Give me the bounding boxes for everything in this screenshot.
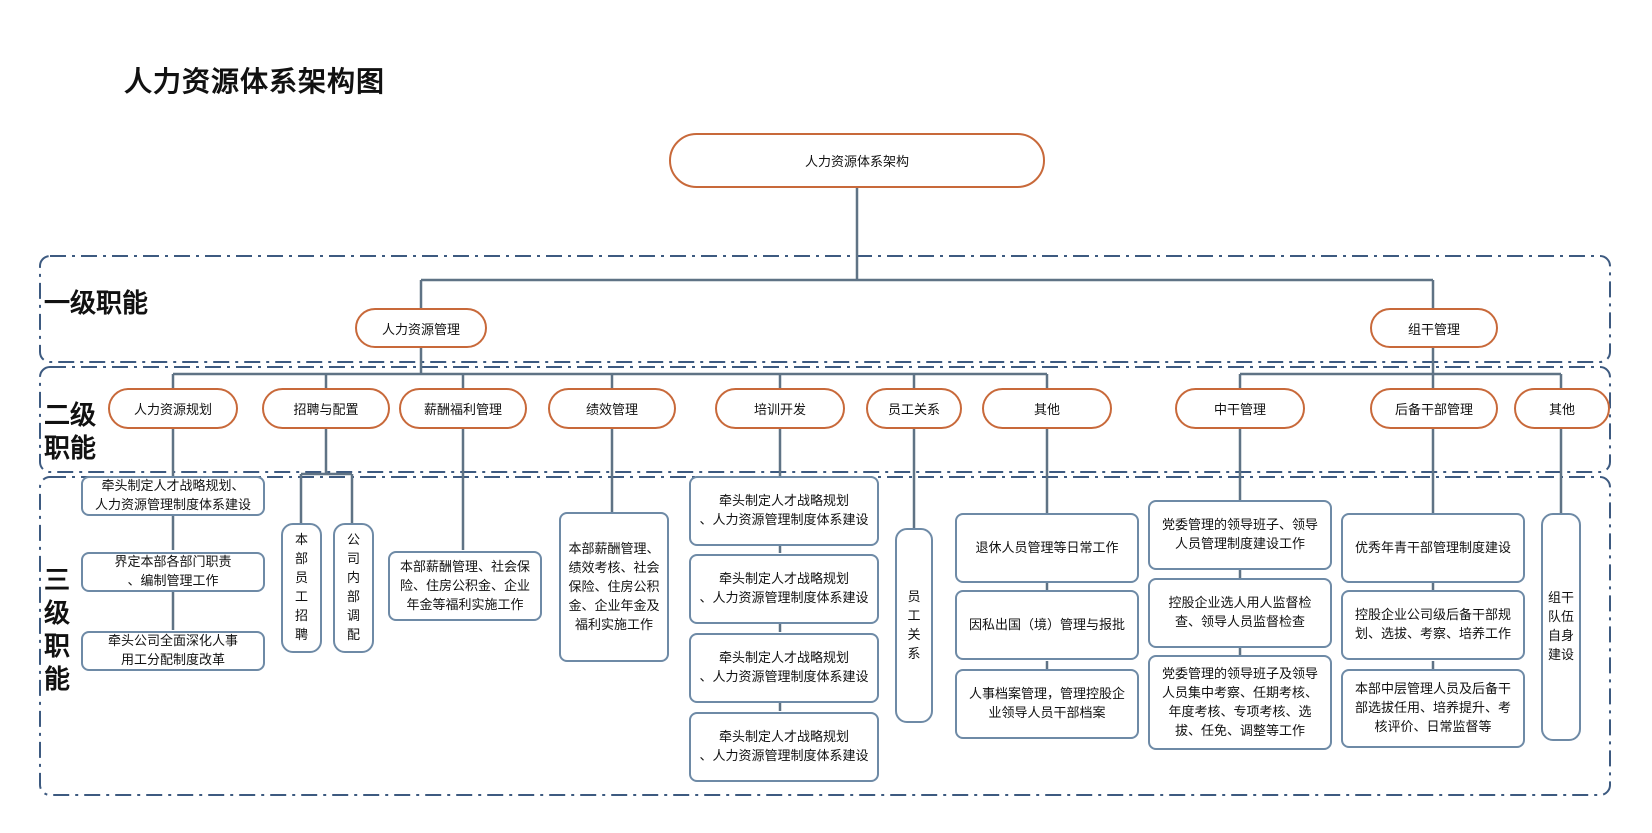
l3-salary: 本部薪酬管理、社会保 险、住房公积金、企业 年金等福利实施工作: [388, 551, 542, 621]
l3-planning-1: 牵头制定人才战略规划、 人力资源管理制度体系建设: [81, 476, 265, 516]
l3-recruit-2: 公 司 内 部 调 配: [333, 523, 374, 653]
l2-node-other-org: 其他: [1514, 388, 1610, 429]
l3-reserve-3: 本部中层管理人员及后备干 部选拔任用、培养提升、考 核评价、日常监督等: [1341, 669, 1525, 748]
l2-node-recruit: 招聘与配置: [262, 388, 390, 429]
l3-performance: 本部薪酬管理、 绩效考核、社会 保险、住房公积 金、企业年金及 福利实施工作: [559, 512, 669, 662]
band-level2: [39, 366, 1611, 473]
band-level1: [39, 255, 1611, 363]
l2-node-relations: 员工关系: [866, 388, 962, 429]
root-node: 人力资源体系架构: [669, 133, 1045, 188]
l2-node-performance: 绩效管理: [548, 388, 676, 429]
l3-other-hr-1: 退休人员管理等日常工作: [955, 513, 1139, 583]
l3-training-1: 牵头制定人才战略规划 、人力资源管理制度体系建设: [689, 476, 879, 546]
l3-planning-3: 牵头公司全面深化人事 用工分配制度改革: [81, 631, 265, 671]
l2-node-planning: 人力资源规划: [108, 388, 238, 429]
l3-other-hr-2: 因私出国（境）管理与报批: [955, 590, 1139, 660]
l3-training-4: 牵头制定人才战略规划 、人力资源管理制度体系建设: [689, 712, 879, 782]
l2-node-reserve: 后备干部管理: [1370, 388, 1498, 429]
l3-training-2: 牵头制定人才战略规划 、人力资源管理制度体系建设: [689, 554, 879, 624]
l3-other-org: 组干 队伍 自身 建设: [1541, 513, 1581, 741]
l3-recruit-1: 本 部 员 工 招 聘: [281, 523, 322, 653]
level2-label: 二级 职能: [44, 401, 97, 464]
l3-other-hr-3: 人事档案管理，管理控股企 业领导人员干部档案: [955, 669, 1139, 739]
l3-cadre-2: 控股企业选人用人监督检 查、领导人员监督检查: [1148, 578, 1332, 648]
l3-reserve-2: 控股企业公司级后备干部规 划、选拔、考察、培养工作: [1341, 590, 1525, 660]
l3-planning-2: 界定本部各部门职责 、编制管理工作: [81, 552, 265, 592]
l1-node-org: 组干管理: [1370, 308, 1498, 348]
l3-cadre-1: 党委管理的领导班子、领导 人员管理制度建设工作: [1148, 500, 1332, 570]
l3-reserve-1: 优秀年青干部管理制度建设: [1341, 513, 1525, 583]
l2-node-training: 培训开发: [715, 388, 845, 429]
l2-node-cadre: 中干管理: [1175, 388, 1305, 429]
level3-label: 三 级 职 能: [44, 566, 71, 695]
l3-cadre-3: 党委管理的领导班子及领导 人员集中考察、任期考核、 年度考核、专项考核、选 拔、…: [1148, 655, 1332, 750]
l3-relations: 员 工 关 系: [895, 528, 933, 723]
l2-node-other-hr: 其他: [982, 388, 1112, 429]
page-title: 人力资源体系架构图: [124, 65, 386, 98]
l1-node-hr: 人力资源管理: [355, 308, 487, 348]
l3-training-3: 牵头制定人才战略规划 、人力资源管理制度体系建设: [689, 633, 879, 703]
level1-label: 一级职能: [44, 289, 149, 319]
l2-node-salary: 薪酬福利管理: [399, 388, 527, 429]
